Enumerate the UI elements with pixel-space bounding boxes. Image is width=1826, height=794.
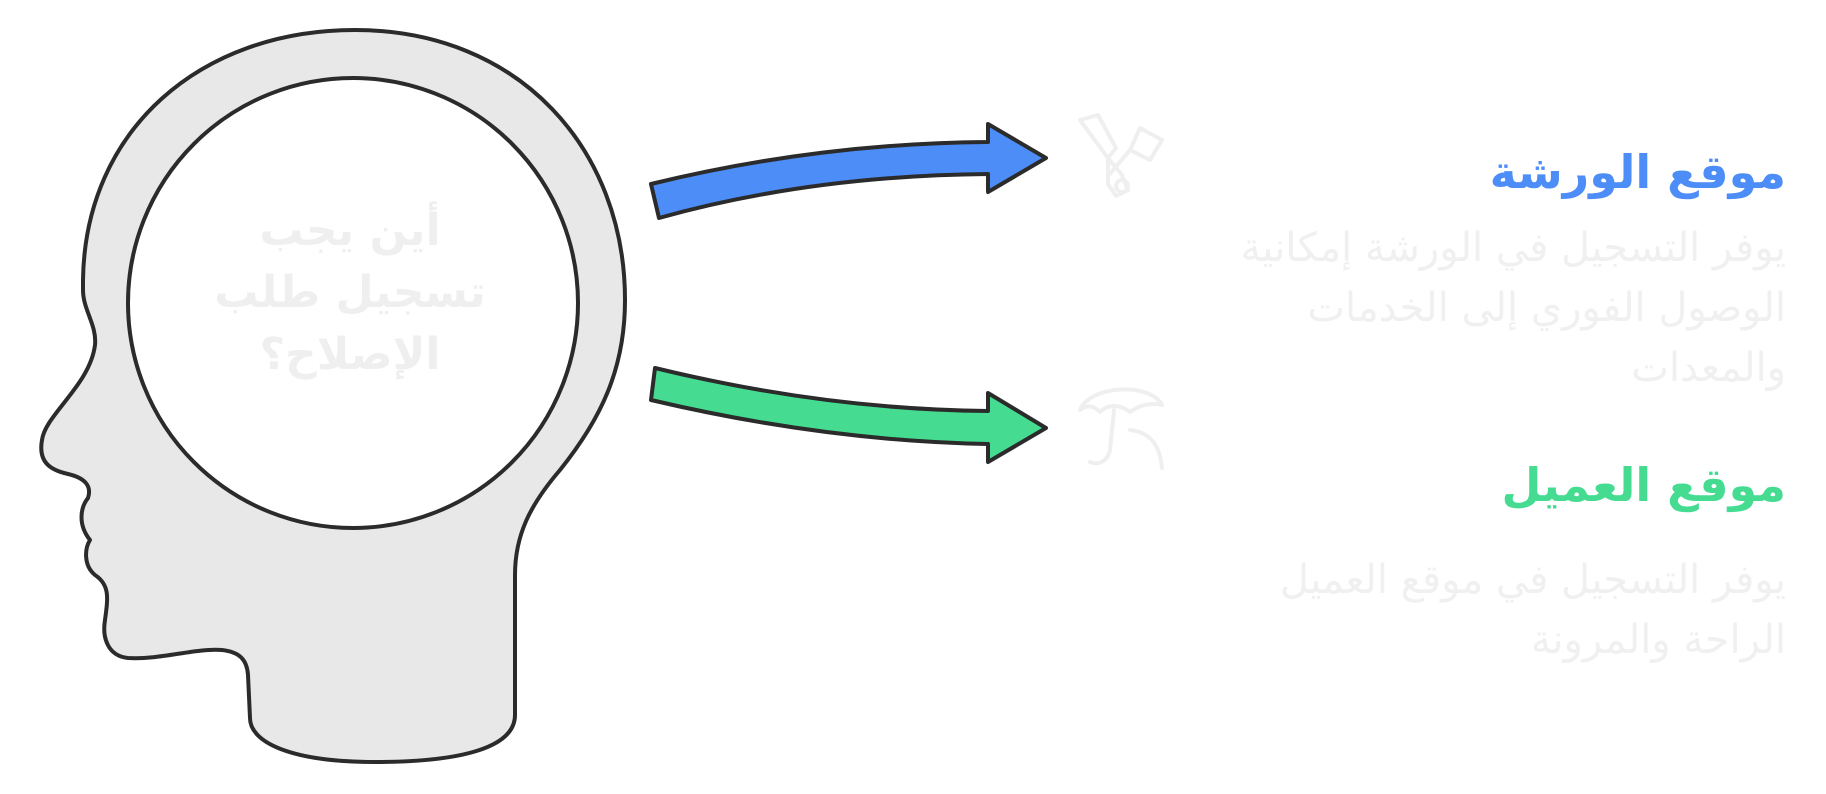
central-question: أين يجب تسجيل طلب الإصلاح؟ (214, 205, 486, 380)
arrow-customer (649, 366, 1048, 464)
head-inner-circle (126, 76, 580, 530)
option-customer-description: يوفر التسجيل في موقع العميل الراحة والمر… (1279, 557, 1786, 663)
tools-icon (1078, 113, 1164, 198)
umbrella-icon (1078, 387, 1164, 470)
option-workshop-description: يوفر التسجيل في الورشة إمكانية الوصول ال… (1240, 225, 1786, 391)
option-customer-title: موقع العميل (1501, 458, 1786, 512)
arrow-workshop (649, 122, 1048, 220)
option-workshop-title: موقع الورشة (1489, 145, 1786, 199)
